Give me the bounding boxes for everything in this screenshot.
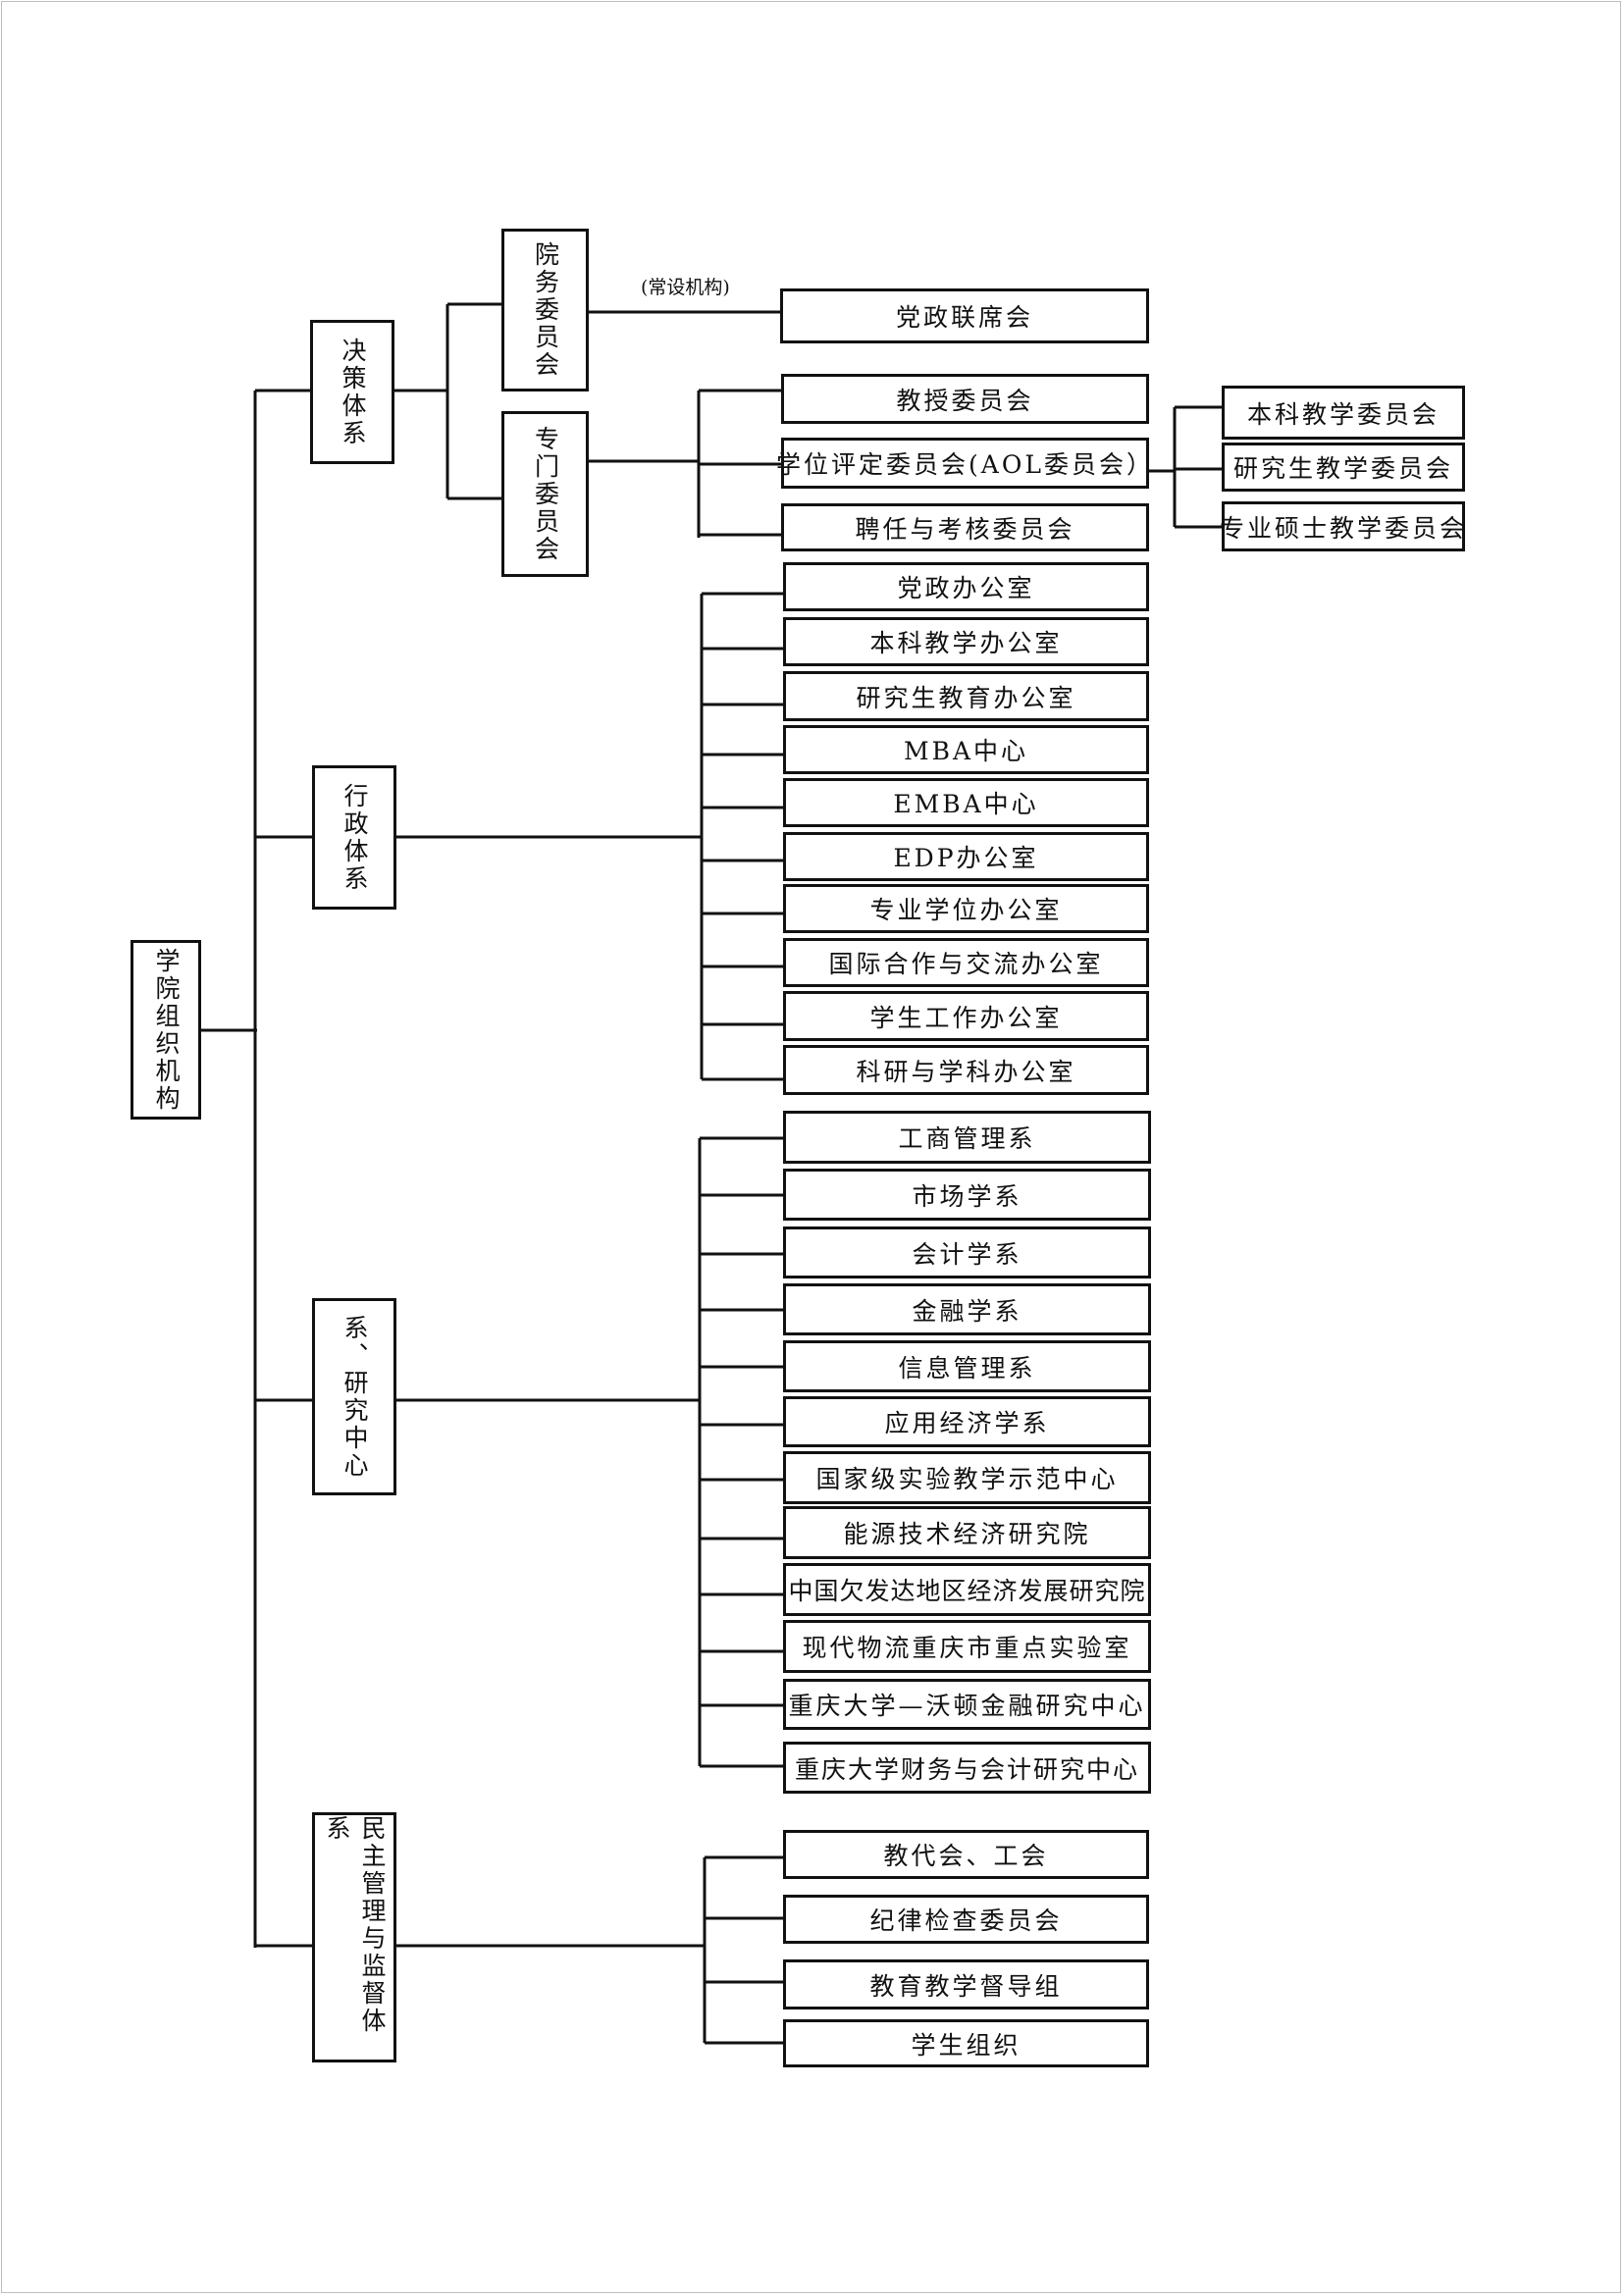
appointment-committee-node: 聘任与考核委员会 (781, 503, 1149, 551)
admin-office-node: 学生工作办公室 (783, 991, 1149, 1041)
admin-office-node: 专业学位办公室 (783, 884, 1149, 933)
admin-system-node: 行政体系 (312, 765, 396, 910)
undergrad-teaching-committee-node: 本科教学委员会 (1222, 386, 1465, 440)
department-node: 市场学系 (783, 1169, 1151, 1221)
admin-office-node: 科研与学科办公室 (783, 1045, 1149, 1095)
admin-office-node: EDP办公室 (783, 832, 1149, 881)
democratic-body-node: 学生组织 (783, 2019, 1149, 2067)
democratic-body-node: 教代会、工会 (783, 1830, 1149, 1879)
department-node: 应用经济学系 (783, 1396, 1151, 1447)
department-node: 工商管理系 (783, 1111, 1151, 1164)
decision-system-node: 决策体系 (310, 320, 394, 464)
admin-office-node: MBA中心 (783, 725, 1149, 774)
department-node: 会计学系 (783, 1226, 1151, 1278)
degree-committee-node: 学位评定委员会(AOL委员会） (776, 438, 1151, 489)
department-node: 国家级实验教学示范中心 (783, 1451, 1151, 1504)
admin-office-node: 本科教学办公室 (783, 617, 1149, 666)
special-committees-node: 专门委员会 (501, 411, 589, 577)
democratic-body-node: 纪律检查委员会 (783, 1895, 1149, 1944)
admin-office-node: 研究生教育办公室 (783, 671, 1149, 721)
democratic-body-node: 教育教学督导组 (783, 1959, 1149, 2009)
graduate-teaching-committee-node: 研究生教学委员会 (1222, 443, 1465, 492)
admin-office-node: 国际合作与交流办公室 (783, 938, 1149, 987)
admin-office-node: EMBA中心 (783, 778, 1149, 827)
department-node: 信息管理系 (783, 1340, 1151, 1392)
root-node: 学院组织机构 (131, 940, 201, 1120)
department-node: 金融学系 (783, 1283, 1151, 1335)
professional-master-committee-node: 专业硕士教学委员会 (1220, 501, 1465, 551)
standing-body-note: (常设机构) (641, 277, 730, 298)
department-node: 能源技术经济研究院 (783, 1506, 1151, 1559)
departments-node: 系、研究中心 (312, 1298, 396, 1495)
department-node: 中国欠发达地区经济发展研究院 (783, 1563, 1151, 1616)
professors-committee-node: 教授委员会 (781, 374, 1149, 424)
democratic-system-node: 民主管理与监督体系 (312, 1812, 396, 2062)
admin-office-node: 党政办公室 (783, 562, 1149, 611)
department-node: 重庆大学财务与会计研究中心 (783, 1742, 1151, 1794)
academic-affairs-committee-node: 院务委员会 (501, 229, 589, 391)
department-node: 重庆大学—沃顿金融研究中心 (783, 1679, 1151, 1730)
party-admin-joint-meeting-node: 党政联席会 (780, 288, 1149, 343)
department-node: 现代物流重庆市重点实验室 (783, 1620, 1151, 1673)
